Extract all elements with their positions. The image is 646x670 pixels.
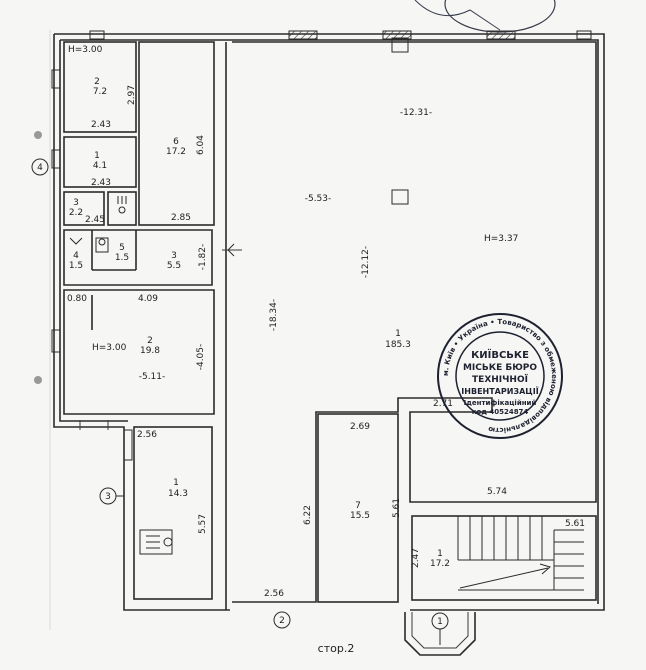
room-number: 3 xyxy=(73,198,79,208)
svg-text:2.97: 2.97 xyxy=(127,85,137,105)
svg-text:2.43: 2.43 xyxy=(91,178,111,188)
left-rooms xyxy=(63,41,215,600)
svg-text:2: 2 xyxy=(279,616,285,626)
axis-marker-3: 3 xyxy=(99,487,124,505)
room-labels: 2 7.2 1 4.1 3 2.2 4 1.5 5 1.5 3 5.5 6 17… xyxy=(69,77,450,569)
svg-text:0.80: 0.80 xyxy=(67,294,87,304)
room-area: 14.3 xyxy=(168,489,188,499)
height-label: H=3.00 xyxy=(92,343,127,353)
svg-text:код 40524874: код 40524874 xyxy=(472,408,529,416)
svg-text:2.43: 2.43 xyxy=(91,120,111,130)
axis-marker-1: 1 xyxy=(431,612,449,645)
svg-text:5.57: 5.57 xyxy=(198,514,208,534)
room-number: 5 xyxy=(119,243,125,253)
svg-text:ІНВЕНТАРИЗАЦІЇ: ІНВЕНТАРИЗАЦІЇ xyxy=(461,386,538,396)
window-marks xyxy=(51,30,592,461)
room-area: 1.5 xyxy=(115,253,129,263)
room-area: 17.2 xyxy=(166,147,186,157)
room-number: 1 xyxy=(437,549,443,559)
svg-text:КИЇВСЬКЕ: КИЇВСЬКЕ xyxy=(471,347,529,361)
page-label: стор.2 xyxy=(318,642,355,655)
svg-text:-12.31-: -12.31- xyxy=(400,108,432,118)
room-number: 1 xyxy=(395,329,401,339)
svg-text:2.47: 2.47 xyxy=(411,548,421,568)
room-number: 6 xyxy=(173,137,179,147)
inventory-bureau-stamp: м. Київ • Україна • Товариство з обмежен… xyxy=(437,313,563,439)
room-area: 5.5 xyxy=(167,261,181,271)
svg-text:5.61: 5.61 xyxy=(565,519,585,529)
svg-text:5.74: 5.74 xyxy=(487,487,507,497)
dimension-labels: 2.97 2.43 2.43 2.45 6.04 2.85 -1.82- 0.8… xyxy=(67,85,585,599)
svg-text:2.56: 2.56 xyxy=(264,589,284,599)
height-label: H=3.37 xyxy=(484,234,518,244)
svg-text:-5.11-: -5.11- xyxy=(139,372,166,382)
axis-marker-2: 2 xyxy=(273,611,291,629)
stair-room xyxy=(411,515,597,601)
room-number: 7 xyxy=(355,501,361,511)
svg-text:1: 1 xyxy=(437,617,443,627)
svg-text:-5.53-: -5.53- xyxy=(305,194,332,204)
room-area: 4.1 xyxy=(93,161,107,171)
svg-text:4: 4 xyxy=(37,163,43,173)
binding-hole-icon xyxy=(34,376,42,384)
svg-text:Ідентифікаційний: Ідентифікаційний xyxy=(464,399,537,407)
room-number: 4 xyxy=(73,251,79,261)
room-area: 1.5 xyxy=(69,261,83,271)
main-hall xyxy=(222,41,597,610)
corner-stamp-fragment xyxy=(414,0,556,33)
svg-text:2.71: 2.71 xyxy=(433,399,453,409)
svg-text:5.61: 5.61 xyxy=(392,498,402,518)
svg-text:2.45: 2.45 xyxy=(85,215,105,225)
svg-text:-4.05-: -4.05- xyxy=(196,344,206,371)
entrance-porch xyxy=(404,612,476,656)
room-7 xyxy=(317,413,399,603)
room-area: 15.5 xyxy=(350,511,370,521)
svg-text:2.69: 2.69 xyxy=(350,422,370,432)
axis-marker-4: 4 xyxy=(31,158,49,176)
svg-text:3: 3 xyxy=(105,492,111,502)
svg-text:6.04: 6.04 xyxy=(196,135,206,155)
svg-text:ТЕХНІЧНОЇ: ТЕХНІЧНОЇ xyxy=(472,374,529,385)
room-area: 185.3 xyxy=(385,340,411,350)
svg-text:4.09: 4.09 xyxy=(138,294,158,304)
room-number: 3 xyxy=(171,251,177,261)
svg-text:МІСЬКЕ БЮРО: МІСЬКЕ БЮРО xyxy=(463,363,537,373)
svg-text:-1.82-: -1.82- xyxy=(198,244,208,271)
room-number: 1 xyxy=(94,151,100,161)
room-number: 1 xyxy=(173,478,179,488)
height-label: H=3.00 xyxy=(68,45,103,55)
bathroom-fixtures xyxy=(69,196,173,555)
svg-text:-18.34-: -18.34- xyxy=(269,299,279,331)
room-number: 2 xyxy=(147,336,153,346)
room-area: 17.2 xyxy=(430,559,450,569)
room-area: 2.2 xyxy=(69,208,83,218)
svg-text:2.56: 2.56 xyxy=(137,430,157,440)
svg-text:-12.12-: -12.12- xyxy=(361,246,371,278)
room-number: 2 xyxy=(94,77,100,87)
binding-hole-icon xyxy=(34,131,42,139)
room-area: 19.8 xyxy=(140,346,160,356)
room-area: 7.2 xyxy=(93,87,107,97)
ceiling-heights: H=3.00 H=3.00 H=3.37 xyxy=(68,45,518,353)
svg-text:6.22: 6.22 xyxy=(303,505,313,525)
svg-text:2.85: 2.85 xyxy=(171,213,191,223)
